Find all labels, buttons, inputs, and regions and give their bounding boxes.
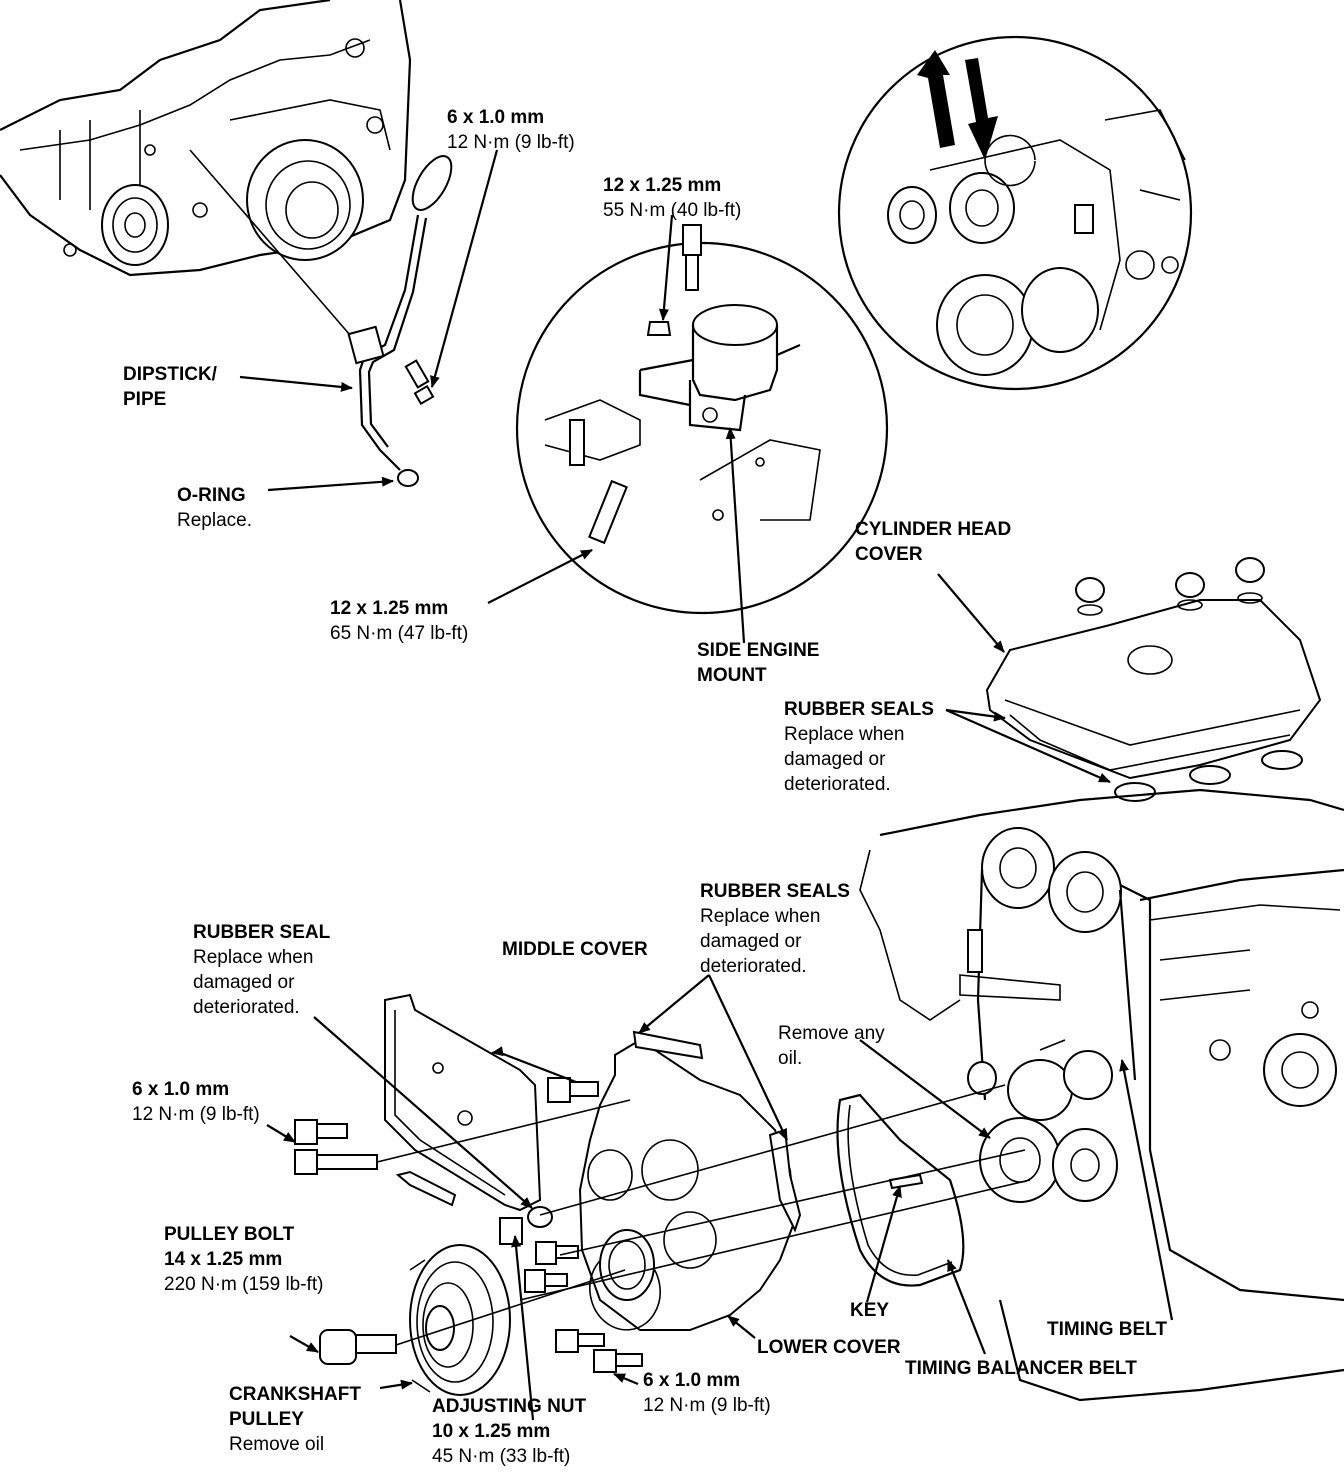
- bolt-torque: 12 N·m (9 lb-ft): [643, 1395, 771, 1416]
- engine-block-art: [859, 788, 1344, 1402]
- rubber-seal-label: RUBBER SEAL Replace when damaged or dete…: [193, 920, 330, 1020]
- timing-balancer-belt-name: TIMING BALANCER BELT: [905, 1358, 1137, 1379]
- bolt-6x1-bottom-label: 6 x 1.0 mm 12 N·m (9 lb-ft): [643, 1368, 771, 1418]
- rubber-seals-lower-label: RUBBER SEALS Replace when damaged or det…: [700, 879, 850, 979]
- remove-oil-line2: oil.: [778, 1048, 803, 1069]
- seal-note2: damaged or: [193, 972, 295, 993]
- cover-line1: CYLINDER HEAD: [855, 519, 1012, 540]
- remove-oil-line1: Remove any: [778, 1023, 885, 1044]
- remove-oil-note: Remove any oil.: [778, 1021, 885, 1071]
- mount-line2: MOUNT: [697, 665, 767, 686]
- bolt-12x125-mount-bottom-label: 12 x 1.25 mm 65 N·m (47 lb-ft): [330, 596, 468, 646]
- lower-cover-label: LOWER COVER: [757, 1335, 901, 1360]
- tensioner-detail: [837, 35, 1193, 391]
- bolt-torque: 55 N·m (40 lb-ft): [603, 200, 742, 221]
- balancer-belt-art: [836, 1093, 965, 1287]
- seal-note1: Replace when: [193, 947, 314, 968]
- bolt-12x125-mount-top-label: 12 x 1.25 mm 55 N·m (40 lb-ft): [603, 173, 741, 223]
- cylinder-head-cover-art: [985, 557, 1322, 802]
- seals-name: RUBBER SEALS: [700, 881, 850, 902]
- bolt-torque: 12 N·m (9 lb-ft): [447, 132, 575, 153]
- middle-cover-name: MIDDLE COVER: [502, 939, 648, 960]
- middle-cover-label: MIDDLE COVER: [502, 937, 648, 962]
- bolt-6x1-top-label: 6 x 1.0 mm 12 N·m (9 lb-ft): [447, 105, 575, 155]
- adjusting-nut-name: ADJUSTING NUT: [432, 1396, 587, 1417]
- timing-belt-label: TIMING BELT: [1047, 1317, 1167, 1342]
- mount-line1: SIDE ENGINE: [697, 640, 820, 661]
- oring-label: O-RING Replace.: [177, 483, 252, 533]
- cover-line2: COVER: [855, 544, 923, 565]
- pulley-bolt-label: PULLEY BOLT 14 x 1.25 mm 220 N·m (159 lb…: [164, 1222, 323, 1297]
- crank-line2: PULLEY: [229, 1409, 304, 1430]
- dipstick-pipe: [189, 149, 453, 487]
- bolt-size: 6 x 1.0 mm: [643, 1370, 741, 1391]
- oring-name: O-RING: [177, 485, 246, 506]
- crankshaft-pulley-art: [409, 1244, 511, 1396]
- adjusting-nut-torque: 45 N·m (33 lb-ft): [432, 1446, 571, 1467]
- timing-belt-name: TIMING BELT: [1047, 1319, 1167, 1340]
- key-label: KEY: [850, 1298, 889, 1323]
- leader-lines: [239, 149, 1174, 1421]
- cylinder-head-cover-label: CYLINDER HEAD COVER: [855, 517, 1011, 567]
- pulley-bolt-size: 14 x 1.25 mm: [164, 1249, 283, 1270]
- pulley-bolt-name: PULLEY BOLT: [164, 1224, 295, 1245]
- bolt-size: 6 x 1.0 mm: [447, 107, 545, 128]
- seals-note3: deteriorated.: [784, 774, 891, 795]
- seals-note2: damaged or: [700, 931, 802, 952]
- bolt-torque: 65 N·m (47 lb-ft): [330, 623, 469, 644]
- timing-balancer-belt-label: TIMING BALANCER BELT: [905, 1356, 1137, 1381]
- seals-note2: damaged or: [784, 749, 886, 770]
- bolt-6x1-left-label: 6 x 1.0 mm 12 N·m (9 lb-ft): [132, 1077, 260, 1127]
- bolts: [294, 1077, 643, 1373]
- side-engine-mount-label: SIDE ENGINE MOUNT: [697, 638, 819, 688]
- seals-note1: Replace when: [784, 724, 905, 745]
- oring-note: Replace.: [177, 510, 252, 531]
- bolt-torque: 12 N·m (9 lb-ft): [132, 1104, 260, 1125]
- dipstick-line1: DIPSTICK/: [123, 364, 217, 385]
- key-name: KEY: [850, 1300, 890, 1321]
- side-engine-mount-detail: [515, 224, 889, 615]
- adjusting-nut-size: 10 x 1.25 mm: [432, 1421, 551, 1442]
- middle-cover-art: [384, 993, 542, 1212]
- seals-note3: deteriorated.: [700, 956, 807, 977]
- lower-cover-name: LOWER COVER: [757, 1337, 901, 1358]
- upper-engine-illustration: [0, 0, 412, 277]
- seal-note3: deteriorated.: [193, 997, 300, 1018]
- bolt-size: 12 x 1.25 mm: [330, 598, 449, 619]
- lower-cover-art: [578, 1030, 802, 1331]
- seals-name: RUBBER SEALS: [784, 699, 934, 720]
- bolt-size: 6 x 1.0 mm: [132, 1079, 230, 1100]
- rubber-seals-upper-label: RUBBER SEALS Replace when damaged or det…: [784, 697, 934, 797]
- bolt-size: 12 x 1.25 mm: [603, 175, 722, 196]
- crankshaft-pulley-label: CRANKSHAFT PULLEY Remove oil: [229, 1382, 361, 1457]
- dipstick-label: DIPSTICK/ PIPE: [123, 362, 217, 412]
- seal-name: RUBBER SEAL: [193, 922, 331, 943]
- crank-line1: CRANKSHAFT: [229, 1384, 361, 1405]
- adjusting-nut-label: ADJUSTING NUT 10 x 1.25 mm 45 N·m (33 lb…: [432, 1394, 586, 1469]
- pulley-bolt-torque: 220 N·m (159 lb-ft): [164, 1274, 324, 1295]
- crank-note: Remove oil: [229, 1434, 325, 1455]
- dipstick-line2: PIPE: [123, 389, 167, 410]
- alignment-lines: [376, 1039, 1066, 1346]
- seals-note1: Replace when: [700, 906, 821, 927]
